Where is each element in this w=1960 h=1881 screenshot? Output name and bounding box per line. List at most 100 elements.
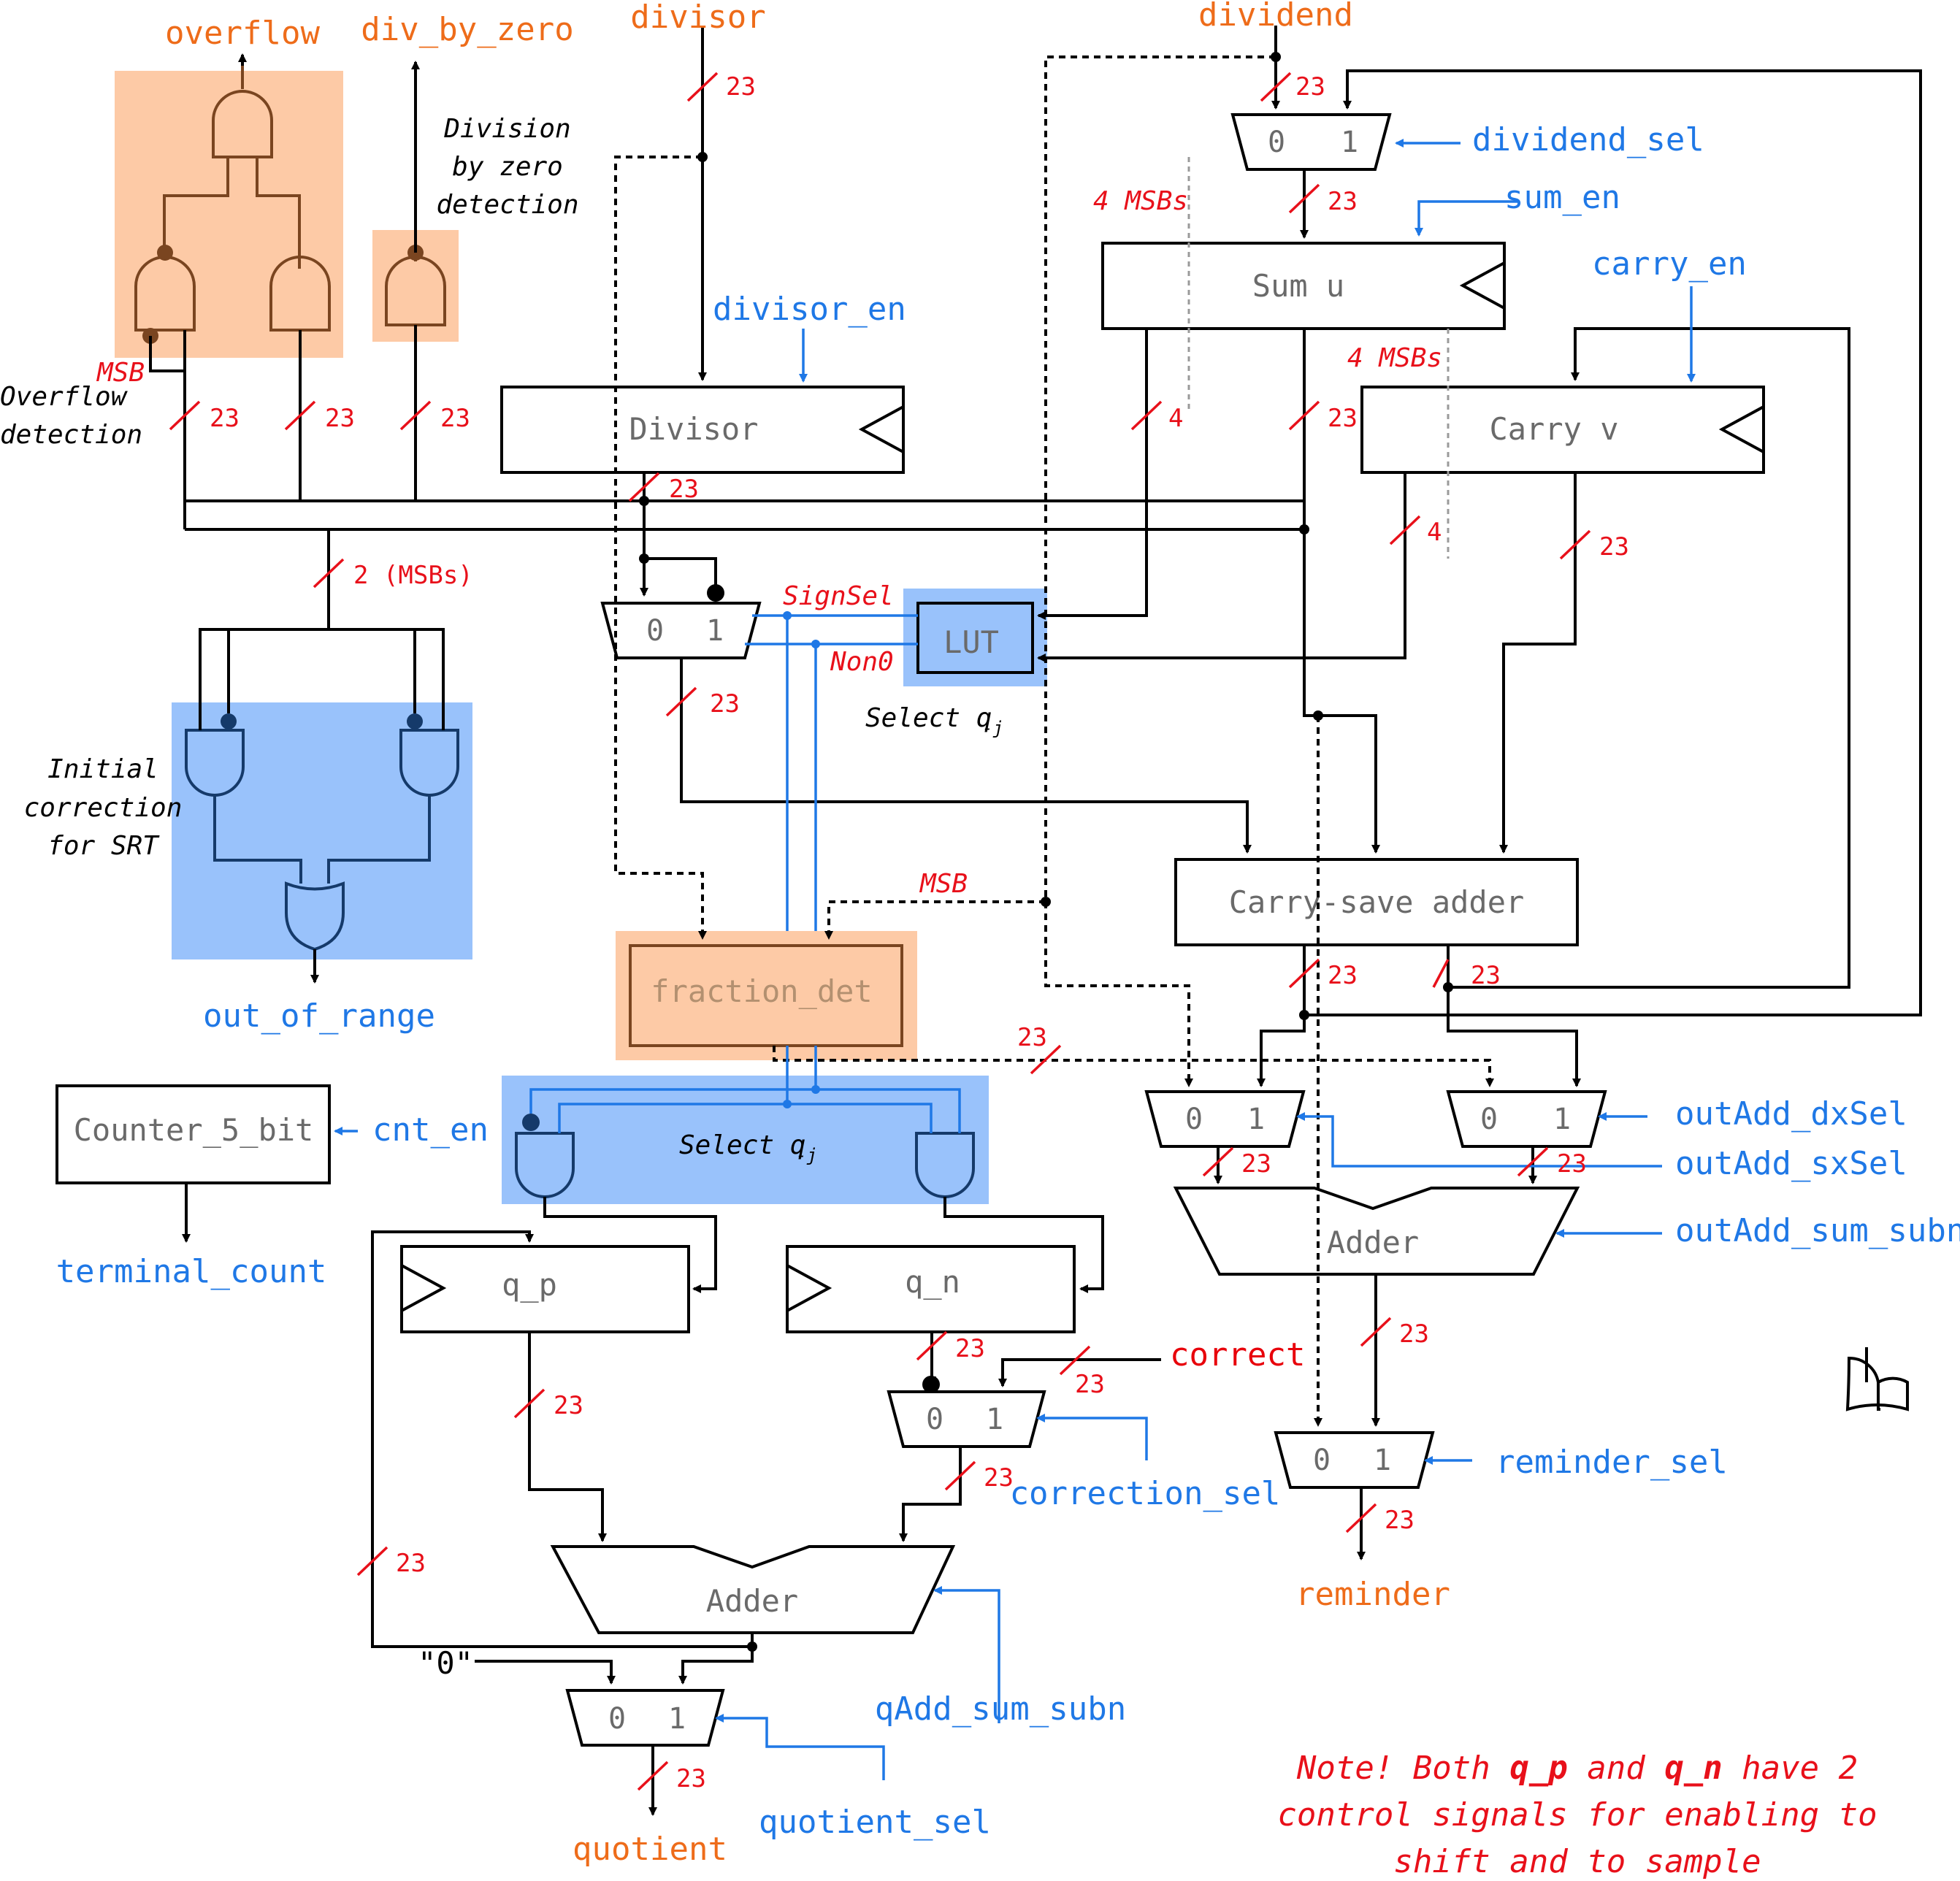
mux-input-1: 1 xyxy=(706,614,724,648)
lut-block: LUT xyxy=(916,602,1034,674)
mux-input-0: 0 xyxy=(1480,1103,1498,1136)
wire xyxy=(1036,1414,1148,1460)
quotient-adder-label: Adder xyxy=(706,1583,798,1619)
quotient-adder: Adder xyxy=(550,1545,956,1634)
csa-label: Carry-save adder xyxy=(1229,884,1525,920)
width-label: 23 xyxy=(1328,961,1358,990)
remainder-adder-label: Adder xyxy=(1327,1225,1419,1260)
width-label: 23 xyxy=(1241,1149,1271,1179)
note-text: have 2 xyxy=(1723,1750,1858,1787)
overflow-output: overflow xyxy=(165,15,320,52)
initial-correction-and-right xyxy=(399,713,459,797)
correction-mux: 0 1 xyxy=(887,1390,1046,1448)
dividend-input: dividend xyxy=(1198,0,1353,34)
mux-input-1: 1 xyxy=(668,1702,686,1736)
quotient-output: quotient xyxy=(573,1831,727,1868)
wire xyxy=(824,900,1046,940)
constant-zero: "0" xyxy=(418,1645,473,1681)
fraction-det-label: fraction_det xyxy=(651,973,872,1009)
select-qj-note-gates: Select q -j xyxy=(679,1130,817,1165)
note-line-1: Note! Both q_p and q_n have 2 xyxy=(1296,1750,1858,1787)
width-label: 23 xyxy=(1471,961,1501,990)
quotient-sel-signal: quotient_sel xyxy=(759,1804,991,1841)
divisor-register: Divisor xyxy=(500,386,905,474)
wire xyxy=(1303,529,1380,854)
divisor-label: Divisor xyxy=(629,411,758,447)
qadd-sum-subn-signal: qAdd_sum_subn xyxy=(875,1690,1126,1728)
qp-qn-note: Note! Both q_p and q_n have 2 control si… xyxy=(1277,1750,1877,1880)
div-by-zero-output: div_by_zero xyxy=(361,11,573,48)
dividend-mux: 0 1 xyxy=(1230,113,1392,171)
width-label: 23 xyxy=(1075,1370,1105,1399)
note-line: Select q xyxy=(865,703,992,733)
remainder-adder: Adder xyxy=(1173,1187,1580,1276)
mux-input-1: 1 xyxy=(1374,1444,1391,1477)
wire xyxy=(256,157,301,269)
correct-signal: correct xyxy=(1170,1336,1305,1374)
mux-input-0: 0 xyxy=(1268,126,1285,159)
wire xyxy=(1448,327,1850,989)
note-line: Select q xyxy=(679,1130,805,1160)
wire xyxy=(371,1230,752,1648)
note-text: and xyxy=(1568,1750,1664,1787)
wire xyxy=(528,1332,607,1542)
divisor-sign-mux: 0 1 xyxy=(600,602,762,659)
note-subscript: -j xyxy=(982,718,1003,738)
or-gate-symbol xyxy=(1845,1347,1909,1426)
mux-input-0: 0 xyxy=(1185,1103,1203,1136)
fraction-det-block: fraction_det xyxy=(629,944,903,1047)
width-label: 23 xyxy=(1399,1319,1429,1349)
terminal-count-output: terminal_count xyxy=(56,1253,327,1290)
note-line-2: control signals for enabling to xyxy=(1277,1796,1877,1834)
divisor-input: divisor xyxy=(630,0,765,36)
width-label: 23 xyxy=(676,1764,706,1793)
select-qj-region xyxy=(502,1076,989,1204)
width-label: 23 xyxy=(669,475,699,504)
wire xyxy=(558,1103,933,1133)
select-qj-and-right xyxy=(915,1132,975,1198)
wire xyxy=(943,1197,1104,1293)
width-label: 23 xyxy=(210,404,240,433)
width-label: 23 xyxy=(396,1549,426,1578)
width-label: 23 xyxy=(726,72,756,101)
out-of-range-output: out_of_range xyxy=(203,997,435,1035)
reminder-sel-signal: reminder_sel xyxy=(1496,1444,1728,1481)
note-line: Division xyxy=(443,114,570,144)
msb-label-fraction: MSB xyxy=(919,869,968,899)
note-qn: q_n xyxy=(1664,1750,1722,1787)
wire xyxy=(327,796,431,884)
mux-input-1: 1 xyxy=(1247,1103,1265,1136)
select-qj-and-left xyxy=(515,1114,575,1198)
carry-v-label: Carry v xyxy=(1489,411,1618,447)
overflow-and-gate-top xyxy=(212,90,273,158)
wire xyxy=(1044,902,1193,1087)
mux-input-0: 0 xyxy=(1313,1444,1331,1477)
outadd-sxsel-signal: outAdd_sxSel xyxy=(1675,1145,1907,1182)
mux-input-1: 1 xyxy=(986,1403,1003,1436)
overflow-logic-region xyxy=(115,71,343,358)
width-label: 23 xyxy=(1599,532,1629,562)
q-p-register: q_p xyxy=(400,1245,690,1333)
width-label: 23 xyxy=(1385,1506,1415,1535)
wire xyxy=(543,1197,717,1293)
outadd-sum-subn-signal: outAdd_sum_subn xyxy=(1675,1212,1960,1249)
width-label: 23 xyxy=(1328,404,1358,433)
carry-en-signal: carry_en xyxy=(1592,245,1747,283)
initial-correction-and-left xyxy=(185,713,245,797)
wire xyxy=(680,658,1252,854)
overflow-detection-note: Overflow detection xyxy=(0,382,142,450)
wire xyxy=(1044,55,1276,902)
overflow-and-gate-right xyxy=(269,256,331,332)
width-label: 23 xyxy=(325,404,355,433)
wire xyxy=(1415,200,1517,237)
sum-u-register: Sum u xyxy=(1101,242,1506,330)
out-add-dx-mux: 0 1 xyxy=(1446,1090,1607,1148)
out-add-sx-mux: 0 1 xyxy=(1144,1090,1306,1148)
bus-width-labels: 23 23 23 23 23 23 23 4 23 4 23 2 (MSBs) … xyxy=(210,72,1629,1793)
wire xyxy=(163,157,229,250)
note-line: detection xyxy=(436,190,578,220)
carry-save-adder: Carry-save adder xyxy=(1174,858,1579,946)
non0-label: Non0 xyxy=(830,647,894,677)
reminder-mux: 0 1 xyxy=(1274,1431,1435,1489)
width-label: 23 xyxy=(554,1391,583,1420)
